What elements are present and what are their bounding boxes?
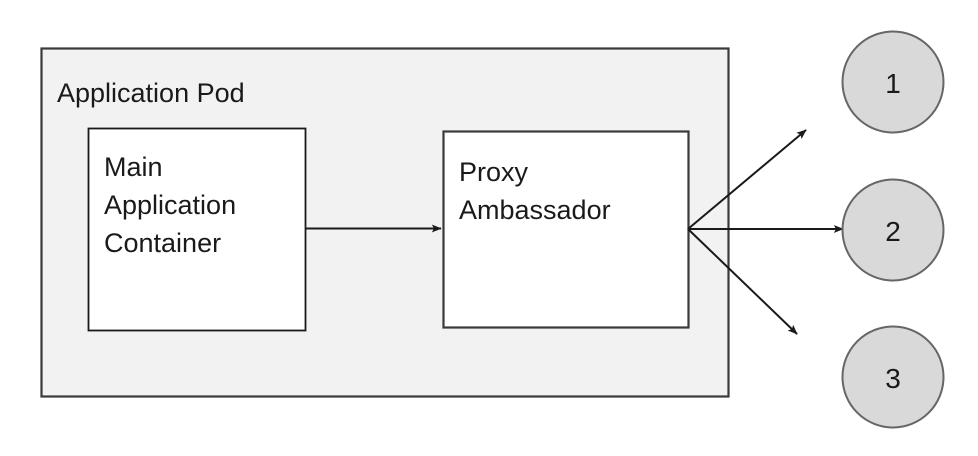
proxy-ambassador-label-line-1: Proxy (459, 157, 529, 187)
main-application-container-label-line-2: Application (104, 190, 236, 220)
service-circle-1-label: 1 (885, 68, 901, 99)
service-circle-3[interactable] (841, 325, 945, 429)
application-pod-label: Application Pod (57, 78, 245, 108)
connector-proxy-to-service-1 (687, 129, 807, 230)
service-circle-2-label: 2 (885, 216, 901, 247)
main-application-container-label-line-3: Container (104, 228, 221, 258)
proxy-ambassador-label-line-2: Ambassador (459, 195, 611, 225)
service-circle-1[interactable] (841, 30, 945, 134)
main-application-container-label-line-1: Main (104, 152, 163, 182)
service-circle-3-label: 3 (885, 363, 901, 394)
main-application-container-box[interactable] (87, 127, 307, 332)
proxy-ambassador-container-box[interactable] (442, 130, 690, 329)
connector-proxy-to-service-3 (687, 228, 798, 335)
service-circle-2[interactable] (841, 178, 945, 282)
